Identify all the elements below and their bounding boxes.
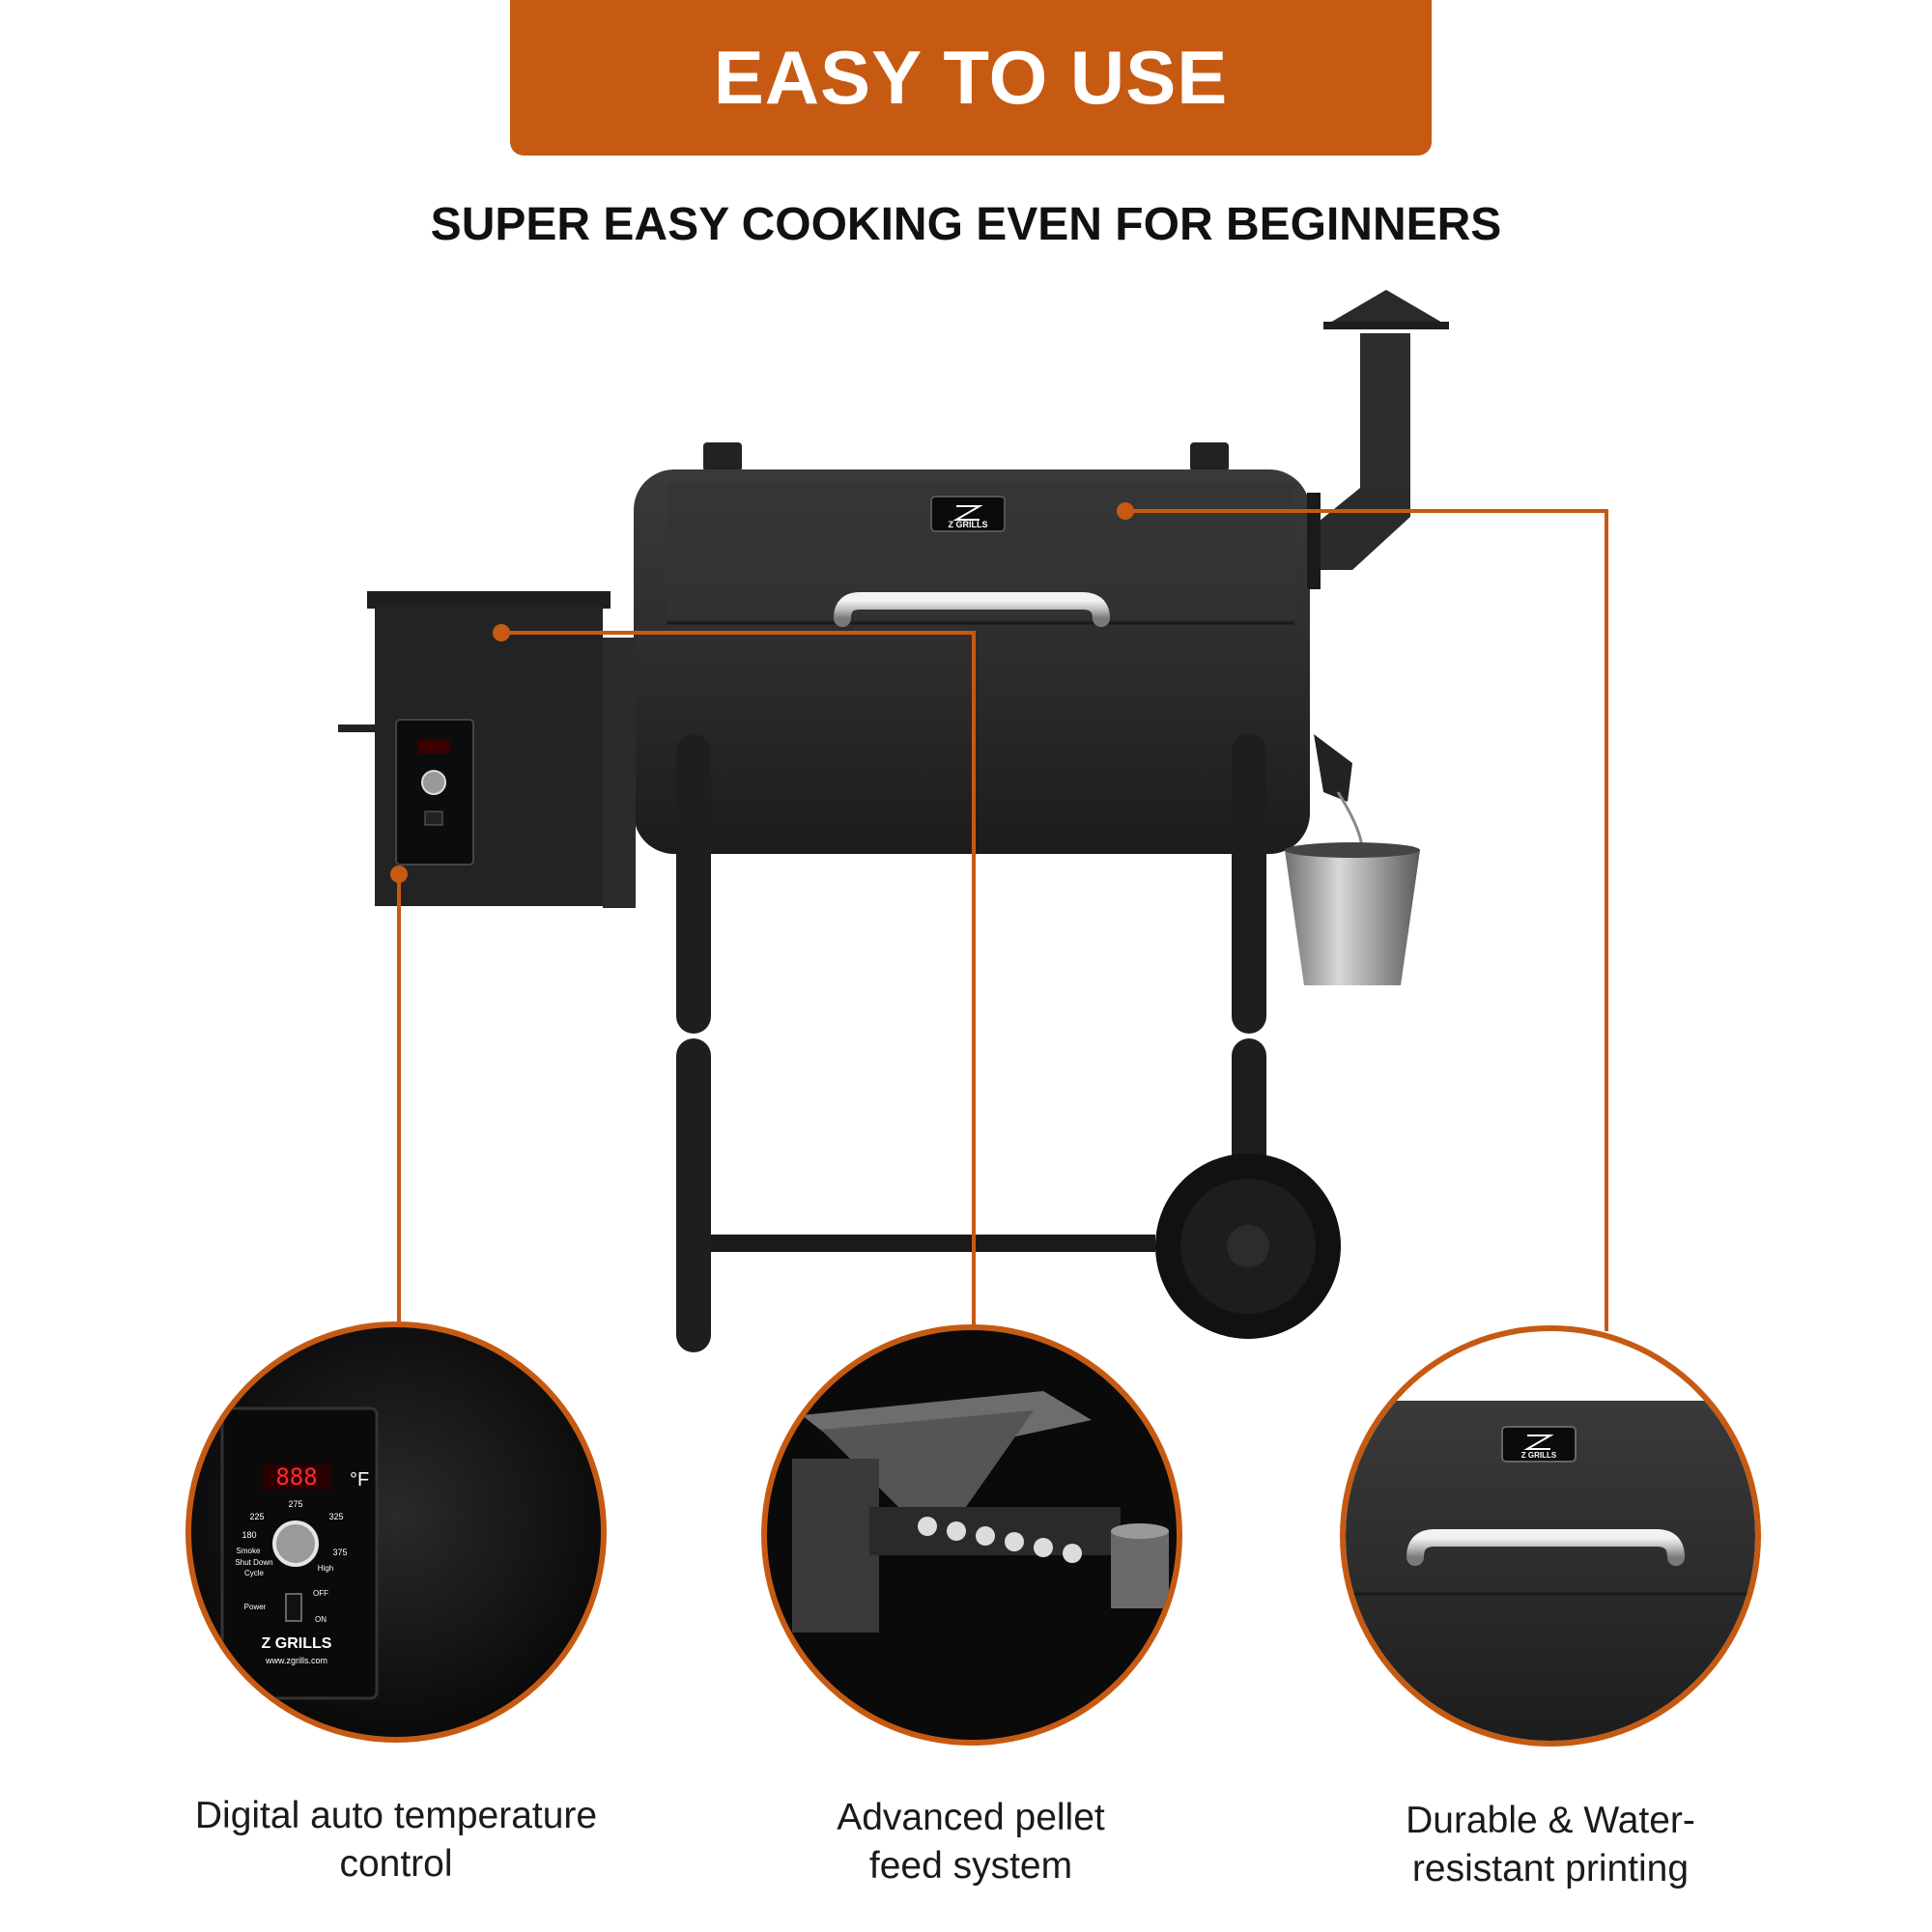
controller-brand: Z GRILLS bbox=[262, 1635, 332, 1652]
dial-label-275: 275 bbox=[288, 1499, 302, 1509]
controller-closeup-icon: 888 °F 275 225 325 180 375 Smoke Shut Do… bbox=[185, 1321, 607, 1743]
power-label: Power bbox=[244, 1603, 267, 1611]
callout-lines bbox=[397, 509, 1608, 1331]
auger-closeup-icon bbox=[761, 1324, 1182, 1746]
chimney bbox=[1319, 290, 1449, 570]
dial-label-225: 225 bbox=[249, 1512, 264, 1521]
dial-high: High bbox=[318, 1564, 333, 1573]
grease-bucket bbox=[1285, 791, 1420, 985]
subtitle: SUPER EASY COOKING EVEN FOR BEGINNERS bbox=[430, 199, 1502, 250]
closeup-badge: Z GRILLS bbox=[1521, 1451, 1557, 1460]
feature-caption-printing: Durable & Water- resistant printing bbox=[1406, 1800, 1695, 1889]
feature-caption-temperature: Digital auto temperature control bbox=[194, 1795, 598, 1885]
power-off-label: OFF bbox=[313, 1589, 328, 1598]
controller-url: www.zgrills.com bbox=[265, 1656, 327, 1665]
controller-unit: °F bbox=[350, 1469, 369, 1491]
lid-badge: Z GRILLS bbox=[949, 520, 988, 529]
feature-caption-pellet-feed: Advanced pellet feed system bbox=[837, 1797, 1105, 1887]
dial-shutdown: Shut Down bbox=[235, 1558, 272, 1567]
dial-label-325: 325 bbox=[328, 1512, 343, 1521]
lid-closeup-icon: Z GRILLS bbox=[1340, 1325, 1761, 1747]
power-on-label: ON bbox=[315, 1615, 327, 1624]
dial-label-375: 375 bbox=[332, 1548, 347, 1557]
pellet-hopper bbox=[338, 591, 636, 908]
dial-cycle: Cycle bbox=[244, 1569, 265, 1577]
dial-smoke: Smoke bbox=[237, 1547, 261, 1555]
header-banner: EASY TO USE bbox=[510, 0, 1432, 156]
callout-dots bbox=[390, 502, 1134, 883]
controller-display: 888 bbox=[275, 1463, 317, 1491]
grill-legs bbox=[676, 734, 1341, 1352]
banner-title: EASY TO USE bbox=[713, 35, 1229, 120]
dial-label-180: 180 bbox=[242, 1530, 256, 1540]
